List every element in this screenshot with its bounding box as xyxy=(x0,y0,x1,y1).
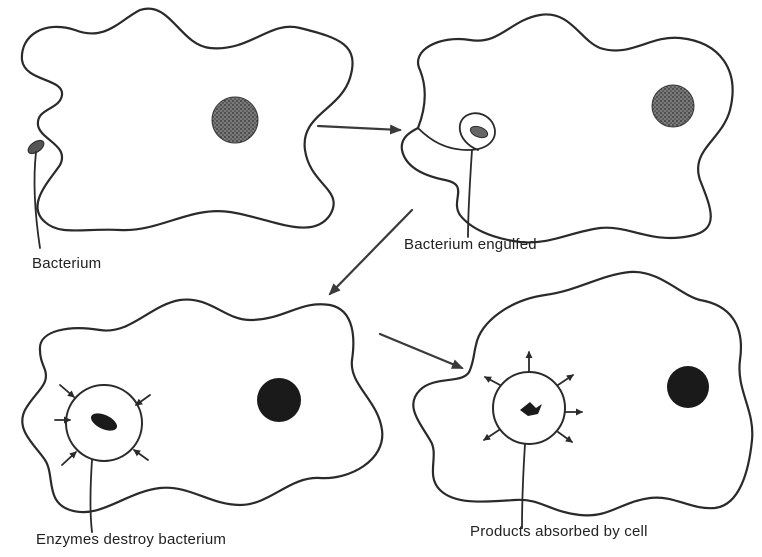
stage-3-cell xyxy=(22,300,382,532)
nucleus-1 xyxy=(212,97,258,143)
stage-2-cell xyxy=(402,14,733,242)
label-enzymes-destroy-bacterium: Enzymes destroy bacterium xyxy=(36,531,226,548)
label-products-absorbed: Products absorbed by cell xyxy=(470,523,648,540)
arrow-stage-2-to-3 xyxy=(330,210,412,294)
arrow-stage-3-to-4 xyxy=(380,334,462,368)
nucleus-3 xyxy=(257,378,301,422)
cell-membrane-1 xyxy=(22,9,353,231)
stage-1-cell xyxy=(22,9,353,248)
arrow-stage-1-to-2 xyxy=(318,126,400,130)
label-bacterium: Bacterium xyxy=(32,255,101,272)
cell-membrane-2 xyxy=(402,14,733,242)
stage-4-cell xyxy=(413,272,752,528)
nucleus-2 xyxy=(652,85,694,127)
nucleus-4 xyxy=(667,366,709,408)
label-bacterium-engulfed: Bacterium engulfed xyxy=(404,236,537,253)
